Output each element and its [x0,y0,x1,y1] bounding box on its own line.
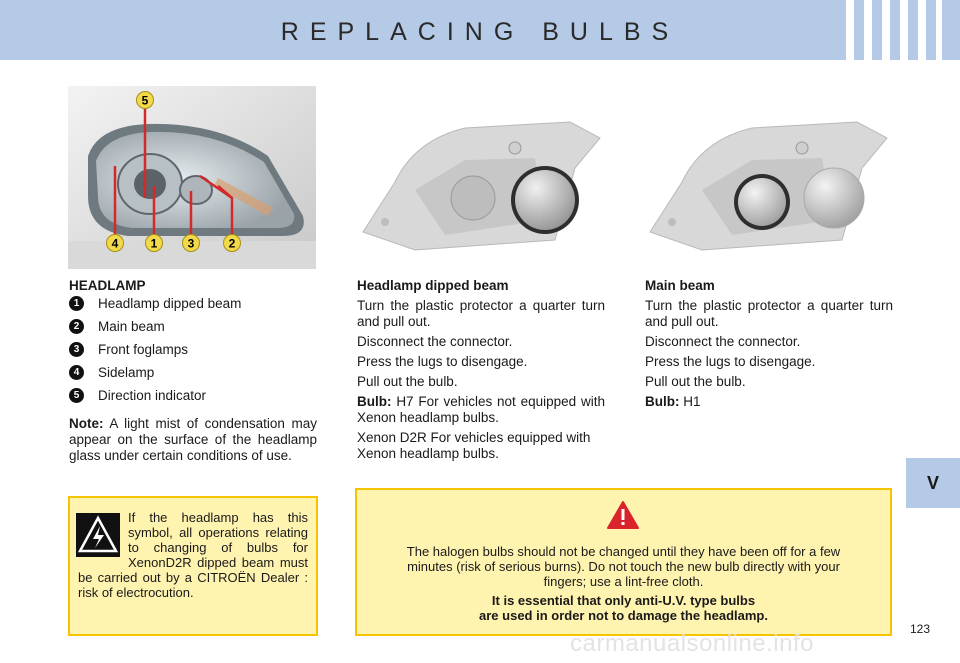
number-badge: 4 [69,365,84,380]
callout-label: 4 [112,237,119,251]
xenon-text: Xenon D2R For vehicles equipped with Xen… [357,430,591,461]
number-badge: 3 [69,342,84,357]
headlamp-heading: HEADLAMP [69,278,146,293]
caution-text: The halogen bulbs should not be changed … [406,544,841,623]
note-text: A light mist of condensation may appear … [69,416,317,463]
list-item: 4 Sidelamp [69,361,319,384]
item-label: Main beam [98,319,165,334]
bulb-label: Bulb: [645,394,680,409]
list-item: 3 Front foglamps [69,338,319,361]
step-text: Press the lugs to disengage. [645,354,816,369]
main-beam-section: Main beam Turn the plastic protector a q… [645,278,893,414]
step-text: Press the lugs to disengage. [357,354,528,369]
dipped-beam-illustration [362,121,601,251]
item-label: Headlamp dipped beam [98,296,242,311]
item-label: Front foglamps [98,342,189,357]
page-header: REPLACING BULBS [0,0,960,60]
bulb-value: H1 [683,394,701,409]
list-item: 2 Main beam [69,315,319,338]
caution-box: The halogen bulbs should not be changed … [355,488,892,636]
page-title: REPLACING BULBS [280,18,680,46]
header-stripe [882,0,890,60]
high-voltage-icon [76,513,120,557]
dipped-beam-section: Headlamp dipped beam Turn the plastic pr… [357,278,605,466]
chapter-tab[interactable]: V [906,458,960,508]
step-text: Pull out the bulb. [357,374,458,389]
step-text: Disconnect the connector. [357,334,513,349]
electrocution-warning-text: If the headlamp has this symbol, all ope… [78,510,308,600]
item-label: Direction indicator [98,388,207,403]
callout-label: 3 [188,237,195,251]
bulb-value: H7 For vehicles not equipped with Xenon … [357,394,605,425]
page-number: 123 [910,622,931,636]
watermark: carmanualsonline.info [570,630,814,657]
step-text: Disconnect the connector. [645,334,801,349]
note-label: Note: [69,416,104,431]
list-item: 1 Headlamp dipped beam [69,292,319,315]
number-badge: 2 [69,319,84,334]
number-badge: 1 [69,296,84,311]
headlamp-legend: 1 Headlamp dipped beam 2 Main beam 3 Fro… [69,292,319,407]
section-heading: Headlamp dipped beam [357,278,509,293]
list-item: 5 Direction indicator [69,384,319,407]
callout-label: 2 [229,237,236,251]
header-stripe [846,0,854,60]
step-text: Turn the plastic protector a quarter tur… [357,298,605,329]
number-badge: 5 [69,388,84,403]
section-heading: Main beam [645,278,715,293]
callout-label: 1 [151,237,158,251]
warning-triangle-icon [607,501,639,529]
main-beam-illustration [649,121,888,251]
headlamp-photo: 5 4 1 3 2 [68,86,316,269]
bulb-label: Bulb: [357,394,392,409]
headlamp-note: Note: A light mist of condensation may a… [69,416,317,464]
step-text: Pull out the bulb. [645,374,746,389]
step-text: Turn the plastic protector a quarter tur… [645,298,893,329]
header-stripe [936,0,942,60]
callout-label: 5 [142,94,149,108]
header-stripe [864,0,872,60]
header-stripe [918,0,926,60]
header-stripe [900,0,908,60]
item-label: Sidelamp [98,365,155,380]
electrocution-warning-box: If the headlamp has this symbol, all ope… [68,496,318,636]
